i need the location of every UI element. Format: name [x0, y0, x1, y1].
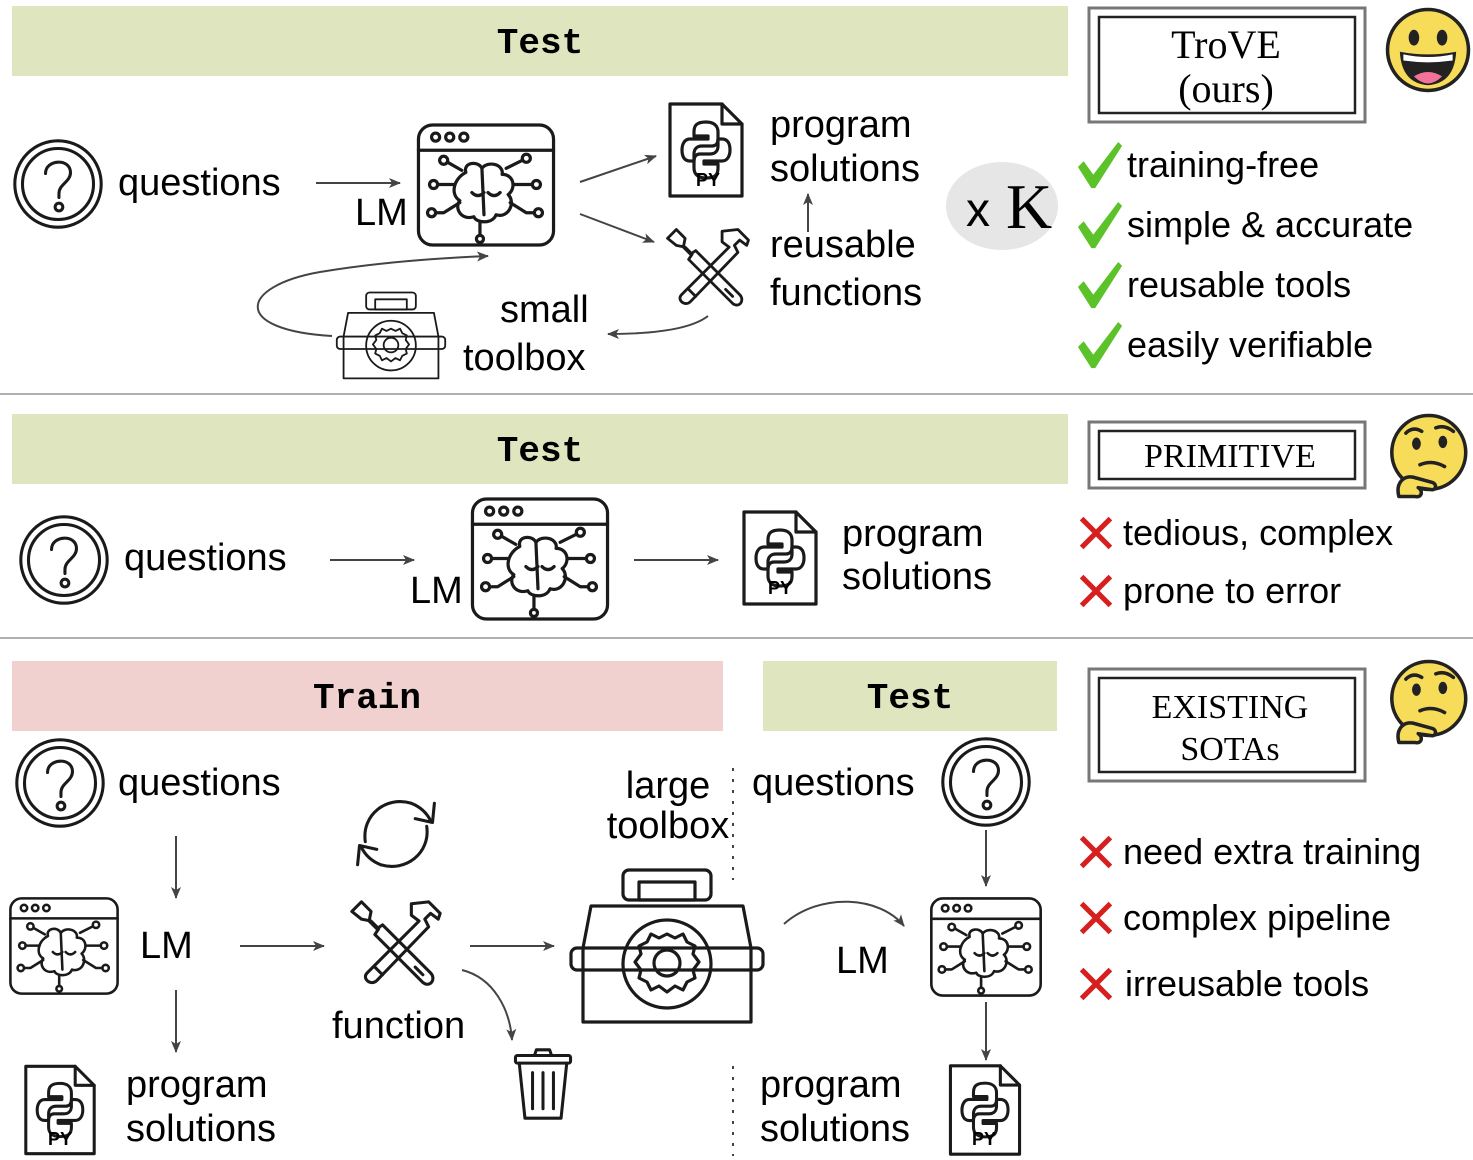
- middle-questions-text: questions: [124, 537, 287, 579]
- primitive-title-box: [1087, 420, 1367, 490]
- thinking-emoji-icon: [1390, 413, 1468, 499]
- middle-con-1: tedious, complex: [1123, 512, 1393, 553]
- pro-item-1: training-free: [1127, 144, 1319, 185]
- arrow-lm-functions: [579, 213, 655, 243]
- pro-item-2: simple & accurate: [1127, 204, 1413, 245]
- train-band: [12, 661, 723, 731]
- py-label: PY: [768, 578, 792, 598]
- bottom-solutions-left: solutions: [126, 1108, 276, 1150]
- tools-icon: [350, 900, 442, 986]
- bottom-program-right: program: [760, 1064, 902, 1106]
- check-icon: [1077, 142, 1123, 189]
- bottom-program-left: program: [126, 1064, 268, 1106]
- trove-subtitle: (ours): [1178, 66, 1274, 111]
- question-icon: [13, 139, 103, 229]
- trove-title: TroVE: [1171, 22, 1281, 67]
- question-icon: [19, 515, 109, 605]
- existing-subtitle: SOTAs: [1180, 731, 1279, 768]
- pro-item-3: reusable tools: [1127, 264, 1351, 305]
- check-icon: [1077, 262, 1123, 309]
- bottom-test-label: Test: [867, 678, 953, 719]
- top-small-text: small: [500, 289, 589, 331]
- middle-solutions-text: solutions: [842, 556, 992, 598]
- middle-test-band: [12, 414, 1068, 484]
- bottom-questions-right: questions: [752, 762, 915, 804]
- bottom-con-1: need extra training: [1123, 831, 1421, 872]
- trove-title-box: [1087, 6, 1367, 124]
- arrow-toolbox-lm: [783, 900, 905, 927]
- middle-program-text: program: [842, 513, 984, 555]
- arrow-lm-program: [579, 154, 657, 183]
- py-label: PY: [696, 170, 720, 190]
- toolbox-icon: [335, 291, 447, 380]
- xk-badge: [946, 162, 1058, 250]
- middle-con-2: prone to error: [1123, 570, 1341, 611]
- arrow-toolbox-lm: [256, 251, 489, 337]
- top-test-band: [12, 6, 1068, 76]
- arrow-function-trash: [461, 969, 517, 1041]
- cross-icon: [1079, 967, 1113, 1001]
- top-reusable-text: reusable: [770, 224, 916, 266]
- arrow-functions-toolbox: [607, 315, 709, 339]
- refresh-icon: [356, 799, 436, 869]
- middle-lm-label: LM: [410, 570, 463, 612]
- top-test-label: Test: [497, 23, 583, 64]
- xk-k: K: [1006, 171, 1052, 242]
- check-icon: [1077, 202, 1123, 249]
- grinning-emoji-icon: [1385, 7, 1471, 93]
- toolbox-icon: [569, 868, 765, 1024]
- bottom-function-text: function: [332, 1005, 465, 1047]
- py-label: PY: [972, 1129, 996, 1149]
- bottom-con-2: complex pipeline: [1123, 897, 1391, 938]
- top-toolbox-text: toolbox: [463, 337, 586, 379]
- tools-icon: [666, 228, 750, 307]
- brain-browser-icon: [9, 897, 119, 995]
- brain-browser-icon: [930, 897, 1042, 997]
- check-icon: [1077, 322, 1123, 369]
- bottom-lm-right: LM: [836, 940, 889, 982]
- pro-item-4: easily verifiable: [1127, 324, 1373, 365]
- toolbox-text: toolbox: [607, 805, 730, 847]
- existing-title: Existing: [1152, 689, 1309, 726]
- existing-title-box: [1087, 667, 1367, 783]
- brain-browser-icon: [416, 123, 556, 247]
- primitive-title: Primitive: [1144, 438, 1316, 475]
- cross-icon: [1079, 574, 1113, 608]
- question-icon: [941, 737, 1031, 827]
- py-label: PY: [48, 1129, 72, 1149]
- middle-test-label: Test: [497, 431, 583, 472]
- top-questions-text: questions: [118, 162, 281, 204]
- thinking-emoji-icon: [1390, 659, 1468, 745]
- top-functions-text: functions: [770, 272, 922, 314]
- bottom-test-band: [763, 661, 1057, 731]
- xk-x: x: [966, 184, 990, 237]
- question-icon: [15, 738, 105, 828]
- bottom-con-3: irreusable tools: [1125, 963, 1369, 1004]
- train-label: Train: [313, 678, 421, 719]
- cross-icon: [1079, 516, 1113, 550]
- top-solutions-text: solutions: [770, 148, 920, 190]
- bottom-solutions-right: solutions: [760, 1108, 910, 1150]
- bottom-lm-left: LM: [140, 925, 193, 967]
- brain-browser-icon: [470, 497, 610, 621]
- large-text: large: [626, 765, 711, 807]
- top-program-text: program: [770, 104, 912, 146]
- cross-icon: [1079, 835, 1113, 869]
- trash-icon: [513, 1048, 573, 1120]
- bottom-questions-left: questions: [118, 762, 281, 804]
- cross-icon: [1079, 901, 1113, 935]
- top-lm-label: LM: [355, 192, 408, 234]
